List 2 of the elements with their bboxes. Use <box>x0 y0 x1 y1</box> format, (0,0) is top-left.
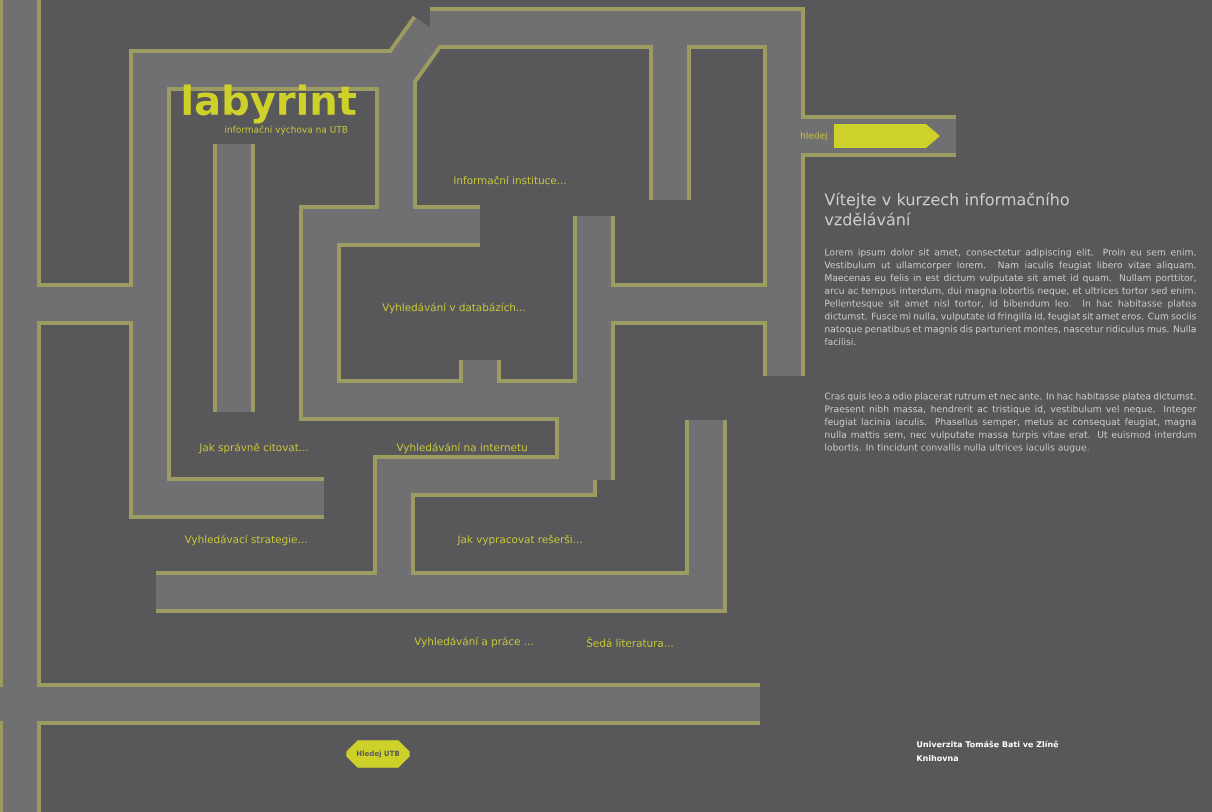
heading: Vítejte v kurzech informačního vzdělávání <box>824 192 1069 226</box>
title: labyrint <box>183 84 356 124</box>
